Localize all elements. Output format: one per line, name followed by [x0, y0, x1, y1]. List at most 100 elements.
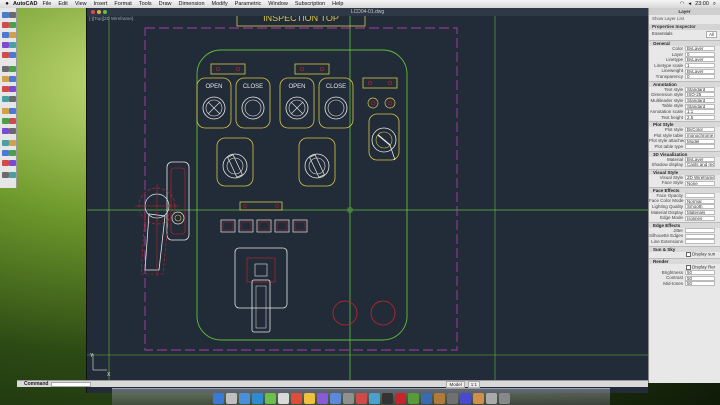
apple-icon[interactable]: ● [5, 1, 9, 7]
property-value[interactable]: ByLayer [685, 57, 715, 63]
property-value[interactable]: 50 [685, 275, 715, 281]
erase-tool-icon[interactable] [9, 160, 16, 166]
properties-tool-icon[interactable] [9, 128, 16, 134]
menu-parametric[interactable]: Parametric [234, 1, 262, 7]
property-value[interactable]: Standard [685, 98, 715, 104]
iphoto-dock-icon[interactable] [368, 393, 380, 404]
circle-tool-icon[interactable] [2, 32, 9, 38]
orbit-tool-icon[interactable] [9, 150, 16, 156]
menu-window[interactable]: Window [268, 1, 288, 7]
measure-tool-icon[interactable] [2, 140, 9, 146]
show-layer-list-toggle[interactable]: Show Layer List [652, 16, 685, 21]
section-header[interactable]: Visual Style [649, 168, 720, 175]
pan-tool-icon[interactable] [9, 12, 16, 18]
block-tool-icon[interactable] [9, 118, 16, 124]
property-value[interactable] [685, 193, 715, 199]
property-value[interactable]: ByLayer [685, 68, 715, 74]
line-tool-icon[interactable] [2, 22, 9, 28]
app-dock-icon[interactable] [472, 393, 484, 404]
finder-dock-icon[interactable] [212, 393, 224, 404]
safari-dock-icon[interactable] [251, 393, 263, 404]
property-value[interactable]: Smooth [685, 204, 715, 210]
property-value[interactable]: Display Render [685, 265, 715, 270]
downloads-dock-icon[interactable] [485, 393, 497, 404]
property-value[interactable]: 50 [685, 270, 715, 276]
rotate-tool-icon[interactable] [2, 76, 9, 82]
select-tool-icon[interactable] [2, 12, 9, 18]
scale-tool-icon[interactable] [9, 76, 16, 82]
area-tool-icon[interactable] [9, 140, 16, 146]
property-value[interactable]: Isolines [685, 215, 715, 221]
offset-tool-icon[interactable] [9, 96, 16, 102]
mail-dock-icon[interactable] [238, 393, 250, 404]
close-window-icon[interactable] [91, 10, 95, 14]
minimize-window-icon[interactable] [97, 10, 101, 14]
section-header[interactable]: General [649, 40, 720, 46]
move-tool-icon[interactable] [2, 66, 9, 72]
section-header[interactable]: Annotation [649, 80, 720, 87]
terminal-dock-icon[interactable] [381, 393, 393, 404]
property-value[interactable]: 2.5 [685, 114, 715, 120]
property-value[interactable]: Materials [685, 209, 715, 215]
property-value[interactable] [685, 239, 715, 245]
preferences-dock-icon[interactable] [342, 393, 354, 404]
model-tab[interactable]: Model [446, 380, 465, 388]
menu-help[interactable]: Help [332, 1, 344, 7]
essentials-label[interactable]: Essentials [652, 31, 673, 36]
calendar-dock-icon[interactable] [290, 393, 302, 404]
property-value[interactable] [685, 144, 715, 150]
table-tool-icon[interactable] [2, 118, 9, 124]
document-title-bar[interactable]: LCD04-01.dwg [87, 8, 648, 16]
menu-format[interactable]: Format [114, 1, 132, 7]
menu-modify[interactable]: Modify [211, 1, 228, 7]
trash-dock-icon[interactable] [498, 393, 510, 404]
property-value[interactable]: 50 [685, 281, 715, 287]
grid-tool-icon[interactable] [9, 172, 16, 178]
ellipse-tool-icon[interactable] [9, 42, 16, 48]
copy-tool-icon[interactable] [9, 66, 16, 72]
property-value[interactable]: Display sun [685, 252, 715, 257]
menu-app-name[interactable]: AutoCAD [13, 1, 38, 7]
property-value[interactable]: ByColor [685, 127, 715, 133]
property-value[interactable]: Standard [685, 86, 715, 92]
leader-tool-icon[interactable] [9, 108, 16, 114]
section-header[interactable]: 3D Visualization [649, 150, 720, 157]
polyline-tool-icon[interactable] [9, 22, 16, 28]
property-value[interactable]: ISO-25 [685, 92, 715, 98]
app-dock-icon[interactable] [433, 393, 445, 404]
wifi-icon[interactable]: ◠ [679, 1, 685, 7]
facetime-dock-icon[interactable] [264, 393, 276, 404]
property-value[interactable] [685, 233, 715, 239]
zoom-tool-icon[interactable] [2, 150, 9, 156]
hatch-tool-icon[interactable] [2, 52, 9, 58]
menu-view[interactable]: View [74, 1, 87, 7]
menu-insert[interactable]: Insert [93, 1, 108, 7]
section-header[interactable]: Sun & Sky [649, 245, 720, 252]
property-value[interactable]: None [685, 180, 715, 186]
drawing-window[interactable]: INSPECTION TOP OPEN [86, 8, 649, 393]
app-dock-icon[interactable] [459, 393, 471, 404]
spotlight-icon[interactable]: ⌕ [712, 0, 716, 7]
app-dock-icon[interactable] [407, 393, 419, 404]
property-value[interactable]: Standard [685, 103, 715, 109]
extend-tool-icon[interactable] [9, 86, 16, 92]
section-header[interactable]: Render [649, 258, 720, 265]
photobooth-dock-icon[interactable] [355, 393, 367, 404]
property-value[interactable]: 0 [685, 74, 715, 80]
drawing-canvas[interactable]: INSPECTION TOP OPEN [87, 8, 649, 380]
menu-edit[interactable]: Edit [58, 1, 68, 7]
autocad-dock-icon[interactable] [394, 393, 406, 404]
menu-dimension[interactable]: Dimension [178, 1, 205, 7]
trim-tool-icon[interactable] [2, 86, 9, 92]
property-value[interactable]: monochrome [685, 133, 715, 139]
property-value[interactable]: 1 [685, 63, 715, 69]
explode-tool-icon[interactable] [2, 160, 9, 166]
app-dock-icon[interactable] [446, 393, 458, 404]
property-value[interactable] [685, 228, 715, 234]
command-input[interactable] [51, 381, 92, 387]
arc-tool-icon[interactable] [9, 32, 16, 38]
dimension-tool-icon[interactable] [2, 108, 9, 114]
rectangle-tool-icon[interactable] [2, 42, 9, 48]
property-value[interactable]: 0 [685, 51, 715, 57]
addressbook-dock-icon[interactable] [277, 393, 289, 404]
